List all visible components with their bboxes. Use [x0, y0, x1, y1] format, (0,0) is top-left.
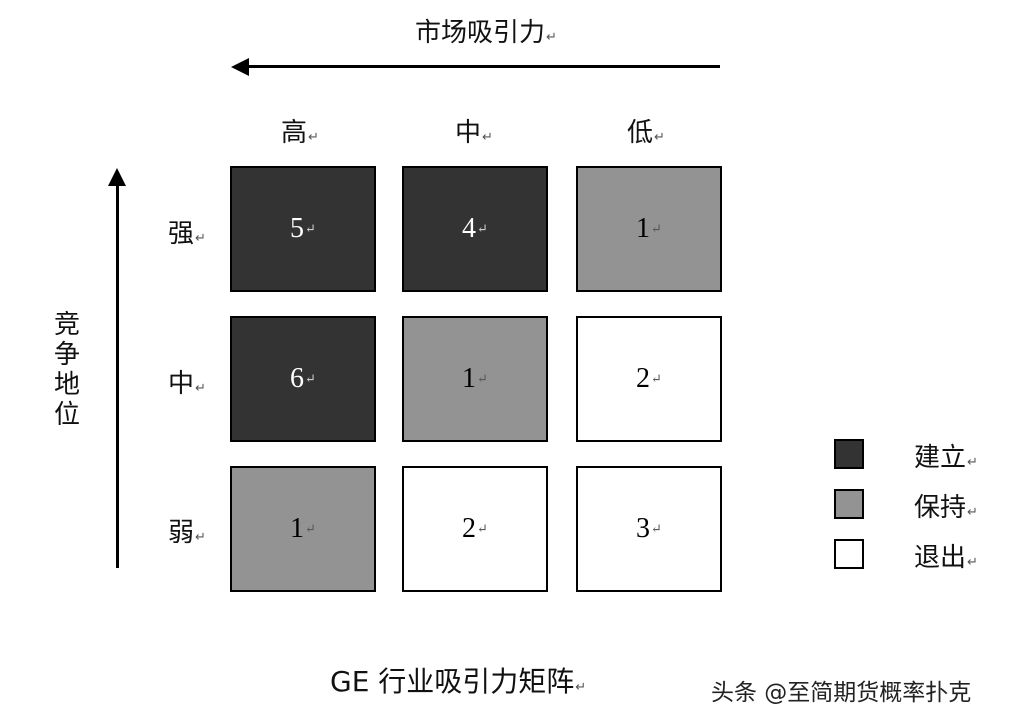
paragraph-mark-icon: ↵	[967, 505, 978, 520]
paragraph-mark-icon: ↵	[305, 221, 316, 236]
paragraph-mark-icon: ↵	[195, 381, 206, 396]
row-label-text: 弱	[168, 518, 195, 548]
column-label-low: 低↵	[627, 112, 665, 149]
matrix-cell-strong-low: 1↵	[576, 166, 722, 292]
paragraph-mark-icon: ↵	[967, 555, 978, 570]
legend-label-build: 建立↵	[914, 437, 978, 474]
cell-value: 5	[290, 213, 305, 244]
matrix-cell-medium-low: 2↵	[576, 316, 722, 442]
paragraph-mark-icon: ↵	[651, 371, 662, 386]
paragraph-mark-icon: ↵	[195, 530, 206, 545]
cell-value: 1	[462, 363, 477, 394]
up-arrow-head-icon	[108, 168, 126, 186]
legend-label-text: 保持	[914, 493, 967, 523]
diagram-title: GE 行业吸引力矩阵↵	[330, 660, 586, 700]
column-label-high: 高↵	[281, 112, 319, 149]
y-axis-title: 竞 争 地 位	[52, 310, 82, 430]
paragraph-mark-icon: ↵	[477, 221, 488, 236]
x-axis-title: 市场吸引力↵	[415, 12, 557, 49]
matrix-cell-strong-medium: 4↵	[402, 166, 548, 292]
y-axis-title-char: 争	[53, 340, 80, 370]
paragraph-mark-icon: ↵	[305, 371, 316, 386]
cell-value: 6	[290, 363, 305, 394]
matrix-cell-weak-high: 1↵	[230, 466, 376, 592]
paragraph-mark-icon: ↵	[967, 455, 978, 470]
cell-value: 2	[636, 363, 651, 394]
legend-label-exit: 退出↵	[914, 537, 978, 574]
cell-value: 2	[462, 513, 477, 544]
paragraph-mark-icon: ↵	[651, 521, 662, 536]
paragraph-mark-icon: ↵	[477, 371, 488, 386]
row-label-weak: 弱↵	[168, 512, 206, 549]
legend-swatch-build	[834, 439, 864, 469]
cell-value: 1	[290, 513, 305, 544]
paragraph-mark-icon: ↵	[575, 680, 587, 695]
row-label-medium: 中↵	[168, 363, 206, 400]
left-arrow-head-icon	[231, 58, 249, 76]
x-axis-title-text: 市场吸引力	[415, 18, 546, 48]
paragraph-mark-icon: ↵	[308, 130, 319, 145]
matrix-cell-strong-high: 5↵	[230, 166, 376, 292]
column-label-medium: 中↵	[455, 112, 493, 149]
column-label-text: 高	[281, 118, 308, 148]
x-axis-arrow-line	[245, 65, 720, 68]
legend-swatch-exit	[834, 539, 864, 569]
legend-label-hold: 保持↵	[914, 487, 978, 524]
legend-swatch-hold	[834, 489, 864, 519]
column-label-text: 中	[455, 118, 482, 148]
row-label-strong: 强↵	[168, 213, 206, 250]
paragraph-mark-icon: ↵	[482, 130, 493, 145]
watermark: 头条 @至简期货概率扑克	[711, 680, 972, 706]
paragraph-mark-icon: ↵	[546, 30, 557, 45]
legend-label-text: 退出	[914, 543, 967, 573]
row-label-text: 中	[168, 369, 195, 399]
matrix-cell-weak-medium: 2↵	[402, 466, 548, 592]
column-label-text: 低	[627, 118, 654, 148]
row-label-text: 强	[168, 219, 195, 249]
matrix-cell-medium-medium: 1↵	[402, 316, 548, 442]
paragraph-mark-icon: ↵	[654, 130, 665, 145]
legend-label-text: 建立	[914, 443, 967, 473]
matrix-cell-weak-low: 3↵	[576, 466, 722, 592]
paragraph-mark-icon: ↵	[195, 231, 206, 246]
y-axis-arrow-line	[116, 182, 119, 568]
cell-value: 1	[636, 213, 651, 244]
y-axis-title-char: 位	[53, 400, 80, 430]
y-axis-title-char: 竞	[53, 310, 80, 340]
matrix-cell-medium-high: 6↵	[230, 316, 376, 442]
cell-value: 3	[636, 513, 651, 544]
cell-value: 4	[462, 213, 477, 244]
paragraph-mark-icon: ↵	[305, 521, 316, 536]
diagram-title-text: GE 行业吸引力矩阵	[330, 665, 575, 698]
paragraph-mark-icon: ↵	[477, 521, 488, 536]
paragraph-mark-icon: ↵	[651, 221, 662, 236]
y-axis-title-char: 地	[53, 370, 80, 400]
